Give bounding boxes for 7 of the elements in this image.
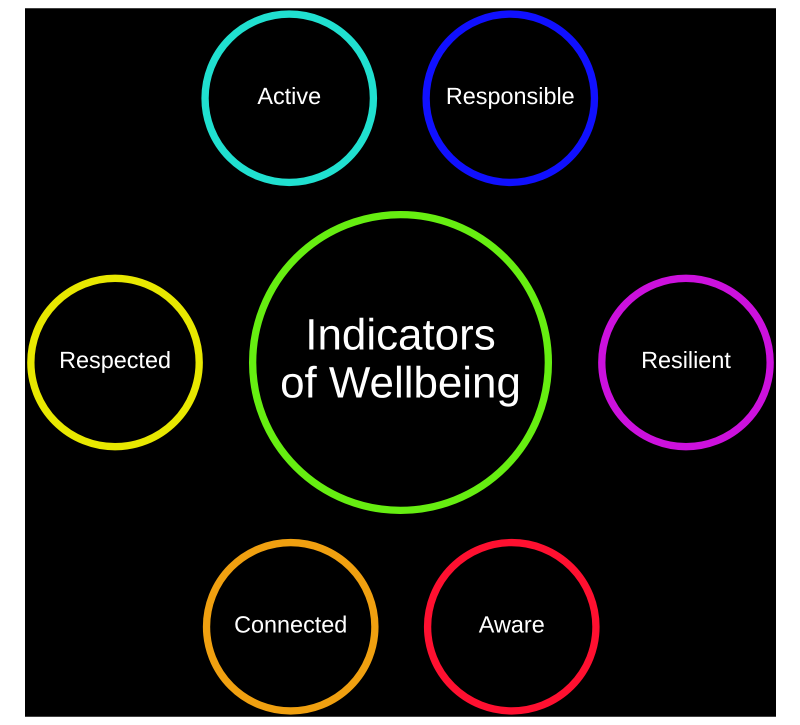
node-circle: Connected <box>202 538 378 715</box>
node-circle: Responsible <box>422 10 598 186</box>
node-circle: Aware <box>423 538 600 715</box>
node-circle: Active <box>200 10 377 186</box>
node-circle: Indicators of Wellbeing <box>248 210 552 514</box>
node-circle: Respected <box>26 274 202 450</box>
node-circle: Resilient <box>598 274 774 450</box>
